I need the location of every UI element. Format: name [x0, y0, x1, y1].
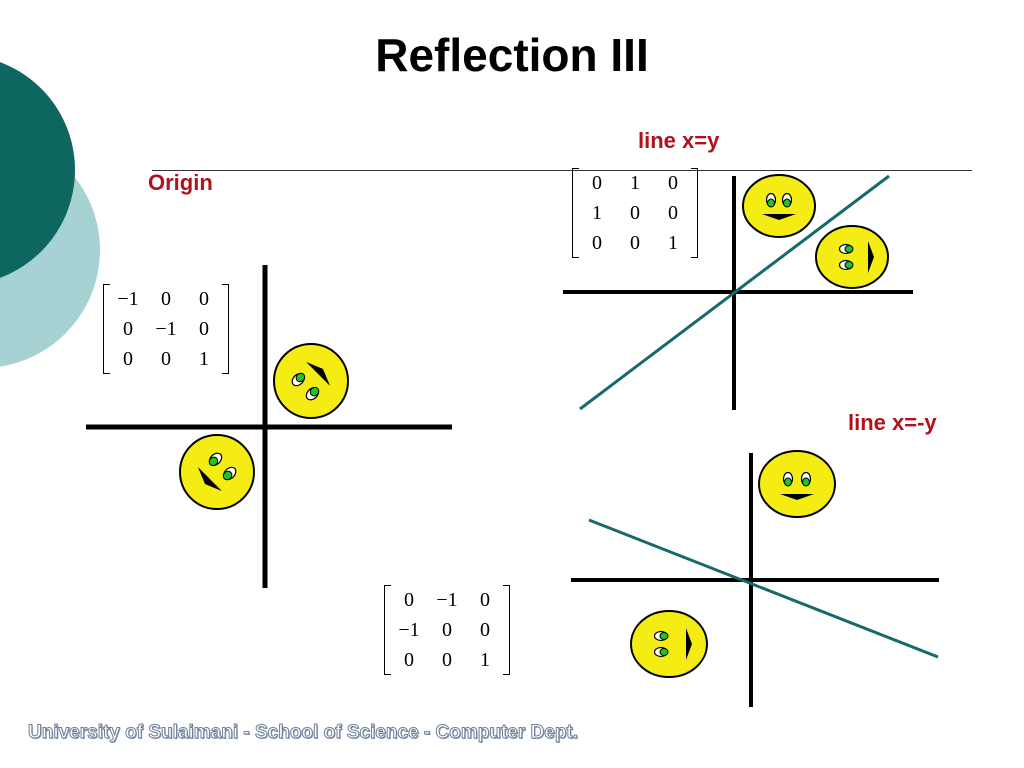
matrix-cell: 0: [442, 618, 452, 641]
diagram-line-x-neg-y: [571, 450, 939, 707]
matrix-cell: 0: [199, 317, 209, 340]
matrix-cell: 1: [199, 347, 209, 370]
matrix-cell: 0: [161, 287, 171, 310]
matrix-cell: −1: [436, 588, 458, 611]
matrix-cell: 0: [668, 171, 678, 194]
matrix-cell: −1: [155, 317, 177, 340]
matrix-cell: 0: [199, 287, 209, 310]
matrix-cell: 0: [592, 231, 602, 254]
matrix-cell: 0: [123, 317, 133, 340]
title-divider: [152, 170, 972, 171]
matrix-cell: 0: [592, 171, 602, 194]
reflection-line-xy: [579, 174, 890, 411]
matrix-cell: 0: [630, 201, 640, 224]
matrix-cell: 0: [480, 588, 490, 611]
smiley-face-icon: [758, 450, 836, 518]
matrix-cell: 0: [404, 648, 414, 671]
matrix-cell: 1: [592, 201, 602, 224]
label-line-x-neg-y: line x=-y: [848, 410, 937, 435]
matrix-origin: −1 0 0 0 −1 0 0 0 1: [103, 284, 229, 379]
matrix-cell: 0: [630, 231, 640, 254]
smiley-face-icon: [630, 610, 708, 678]
matrix-cell: 0: [161, 347, 171, 370]
matrix-cell: 0: [123, 347, 133, 370]
smiley-face-icon: [742, 174, 816, 238]
reflection-line-x-neg-y: [588, 518, 939, 659]
matrix-cell: 0: [442, 648, 452, 671]
smiley-face-icon: [273, 343, 349, 419]
matrix-cell: 0: [668, 201, 678, 224]
matrix-cell: 1: [480, 648, 490, 671]
matrix-cell: −1: [398, 618, 420, 641]
matrix-cell: −1: [117, 287, 139, 310]
dark-teal-circle: [0, 62, 75, 278]
slide-footer: University of Sulaimani - School of Scie…: [27, 722, 579, 744]
label-line-xy: line x=y: [638, 128, 720, 153]
matrix-cell: 1: [630, 171, 640, 194]
label-origin: Origin: [148, 170, 213, 195]
matrix-line-x-neg-y: 0 −1 0 −1 0 0 0 0 1: [384, 585, 510, 680]
smiley-face-icon: [815, 225, 889, 289]
matrix-cell: 0: [480, 618, 490, 641]
diagram-line-xy: [563, 174, 913, 411]
matrix-cell: 1: [668, 231, 678, 254]
diagram-origin: [86, 265, 452, 588]
smiley-face-icon: [179, 434, 255, 510]
matrix-cell: 0: [404, 588, 414, 611]
matrix-line-xy: 0 1 0 1 0 0 0 0 1: [572, 168, 698, 263]
slide-title: Reflection III: [375, 29, 649, 81]
